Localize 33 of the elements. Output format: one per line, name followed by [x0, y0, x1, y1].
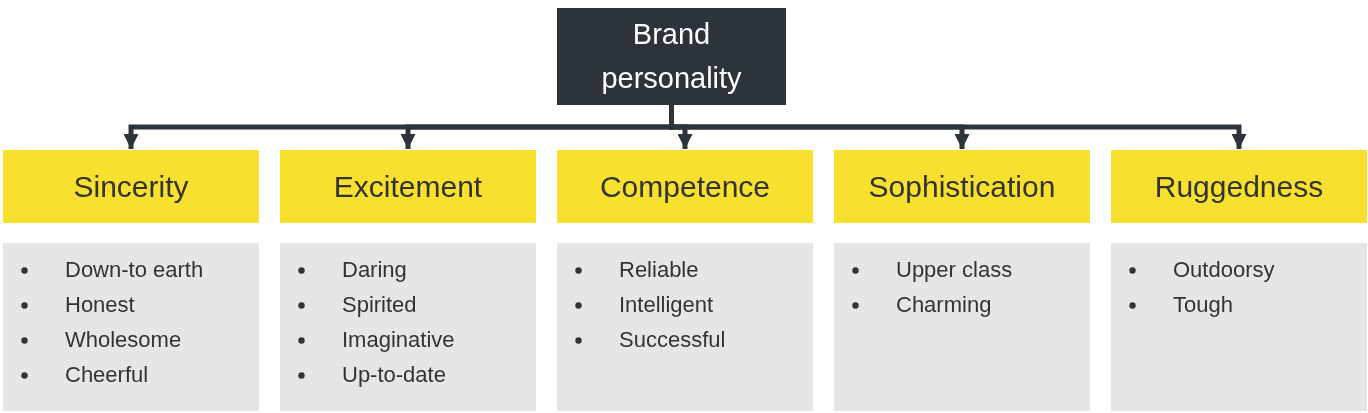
trait-list-box — [557, 243, 813, 411]
list-item: Imaginative — [342, 327, 455, 352]
category-label: Sincerity — [73, 169, 189, 204]
list-item: Spirited — [342, 292, 417, 317]
category-box — [1111, 150, 1367, 223]
list-item: Down-to earth — [65, 257, 204, 282]
title-text: Brand personality — [600, 17, 743, 96]
list-item: Honest — [65, 292, 135, 317]
category-label: Excitement — [333, 169, 483, 204]
trait-list-box — [280, 243, 536, 411]
category-label: Competence — [599, 169, 771, 204]
category-box — [557, 150, 813, 223]
list-item: Outdoorsy — [1173, 257, 1275, 282]
list-item: Upper class — [896, 257, 1013, 282]
trait-list-box — [834, 243, 1090, 411]
list-item: Cheerful — [65, 362, 149, 387]
list-item: Wholesome — [65, 327, 182, 352]
list-item: Up-to-date — [342, 362, 446, 387]
connector-arrow — [669, 105, 1247, 149]
list-item: Tough — [1173, 292, 1233, 317]
trait-list-box — [3, 243, 259, 411]
list-item: Charming — [896, 292, 992, 317]
category-box — [834, 150, 1090, 223]
list-item: Reliable — [619, 257, 699, 282]
category-label: Sophistication — [868, 169, 1056, 204]
title-box — [557, 8, 786, 105]
trait-list-box — [1111, 243, 1367, 411]
list-item: Intelligent — [619, 292, 714, 317]
category-box — [280, 150, 536, 223]
list-item: Daring — [342, 257, 407, 282]
category-box — [3, 150, 259, 223]
list-item: Successful — [619, 327, 726, 352]
category-label: Ruggedness — [1154, 169, 1324, 204]
